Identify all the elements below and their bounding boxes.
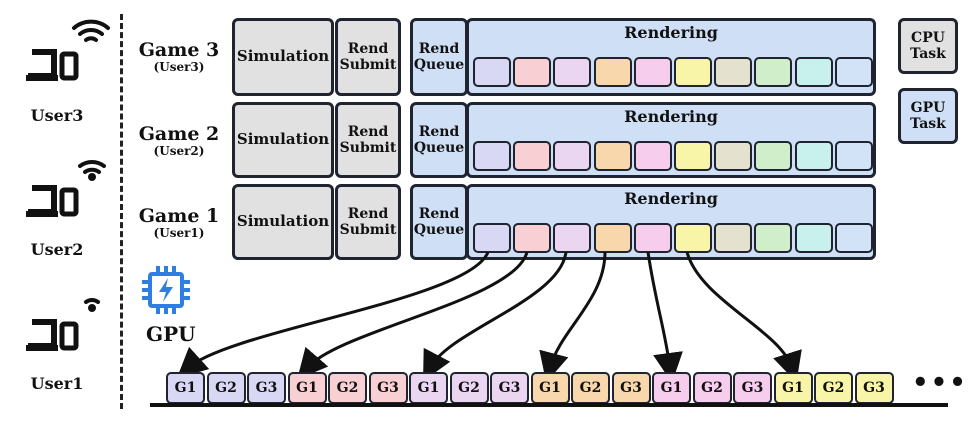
render-task-cell [674,57,712,87]
gpu-chip-icon [142,266,190,314]
timeline-slot: G1 [530,372,570,404]
render-task-cell [513,223,552,253]
game2-simulation: Simulation [232,102,334,178]
game2-rend-submit: Rend Submit [335,102,401,178]
timeline-ellipsis: ••• [912,368,968,398]
render-task-cell [834,223,873,253]
game2-rendering-title: Rendering [624,107,718,126]
game3-title-block: Game 3 (User3) [124,40,234,74]
render-task-cell [473,57,511,87]
legend-gpu-task: GPU Task [898,88,958,144]
timeline-slot: G3 [854,372,894,404]
game2-user: (User2) [153,143,205,158]
wifi-icon [84,298,100,312]
user1-label: User1 [30,374,84,393]
dashed-divider [120,14,123,409]
arrow-4 [539,251,607,383]
wifi-icon [72,19,110,42]
render-task-cell [593,57,632,87]
game3-user: (User3) [153,59,205,74]
arrow-1 [176,251,490,379]
game2-title-block: Game 2 (User2) [124,124,234,158]
laptop-phone-icon [26,19,110,81]
timeline-slot: G3 [490,372,529,404]
timeline-slot: G2 [814,372,853,404]
timeline-slot: G3 [368,372,408,404]
render-task-cell [473,141,511,171]
game3-rend-queue: Rend Queue [410,18,468,96]
render-task-cell [513,141,552,171]
timeline-slot: G3 [247,372,286,404]
render-task-cell [754,141,793,171]
render-task-cell [714,223,753,253]
legend-cpu-task: CPU Task [898,18,958,74]
user2-label: User2 [30,240,84,259]
game3-rendering-title: Rendering [624,23,718,42]
render-task-cell [593,141,632,171]
render-task-cell [553,223,592,253]
render-task-cell [834,57,873,87]
timeline-slot: G3 [611,372,651,404]
render-task-cell [633,57,672,87]
wifi-icon [78,160,106,181]
render-task-cell [513,57,552,87]
game1-simulation: Simulation [232,184,334,260]
arrow-6 [685,251,802,383]
render-task-cell [834,141,873,171]
render-task-cell [794,223,833,253]
timeline-slot: G2 [328,372,367,404]
game1-title-block: Game 1 (User1) [124,206,234,240]
game1-rendering-title: Rendering [624,189,718,208]
arrow-2 [297,251,529,380]
render-task-cell [754,223,793,253]
game2-rend-queue: Rend Queue [410,102,468,178]
render-task-cell [754,57,793,87]
render-task-cell [633,141,672,171]
timeline-axis [150,403,948,407]
render-task-cell [714,57,753,87]
render-task-cell [794,57,833,87]
timeline-slot: G2 [449,372,489,404]
render-task-cell [553,141,592,171]
timeline-slot: G1 [773,372,813,404]
render-task-cell [674,223,712,253]
timeline-slot: G2 [206,372,246,404]
user3-label: User3 [30,106,84,125]
game2-rendering: Rendering [466,102,876,178]
render-task-cell [593,223,632,253]
render-task-cell [794,141,833,171]
game3-rendering: Rendering [466,18,876,96]
arrow-5 [646,251,683,383]
render-task-cell [714,141,753,171]
timeline-slot: G1 [166,372,205,404]
timeline-slot: G1 [409,372,448,404]
timeline-slot: G1 [287,372,327,404]
game3-title: Game 3 [138,39,220,61]
timeline-slot: G2 [692,372,732,404]
game1-rend-submit: Rend Submit [335,184,401,260]
game1-rendering: Rendering [466,184,876,260]
timeline-slot: G2 [571,372,610,404]
arrow-3 [422,251,568,382]
render-task-cell [633,223,672,253]
game3-simulation: Simulation [232,18,334,96]
laptop-phone-icon [26,298,100,351]
game1-user: (User1) [153,225,205,240]
timeline-slot: G3 [733,372,772,404]
game2-title: Game 2 [138,123,220,145]
render-task-cell [473,223,511,253]
laptop-phone-icon [26,160,106,217]
gpu-label: GPU [146,322,196,346]
timeline-slot: G1 [652,372,691,404]
render-task-cell [674,141,712,171]
game1-title: Game 1 [138,205,220,227]
render-task-cell [553,57,592,87]
game3-rend-submit: Rend Submit [335,18,401,96]
